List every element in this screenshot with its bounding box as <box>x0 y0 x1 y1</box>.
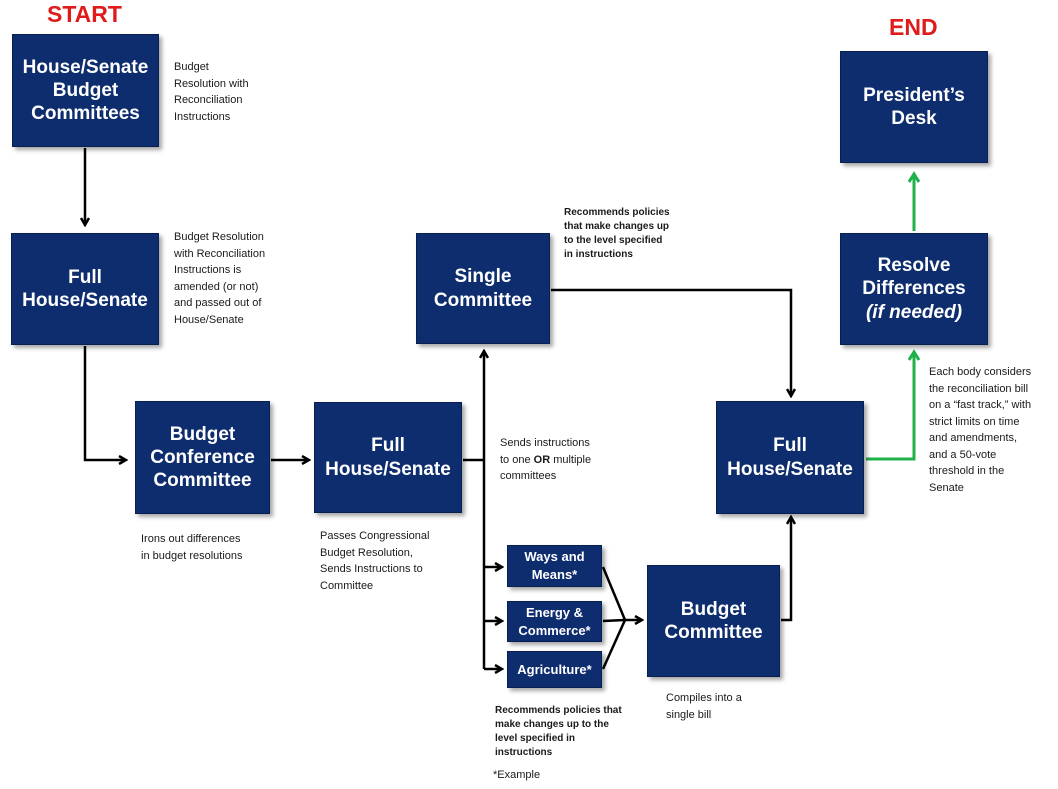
box-resolve-differences: Resolve Differences (if needed) <box>840 233 988 345</box>
box-ways-and-means: Ways and Means* <box>507 545 602 587</box>
arrow-budget-committee-to-full3 <box>781 517 791 622</box>
box-full-house-senate-1: Full House/Senate <box>11 233 159 345</box>
arrow-single-to-full3 <box>551 288 791 396</box>
note-passes-resolution: Passes Congressional Budget Resolution, … <box>320 530 430 592</box>
line-energy-merge <box>602 618 626 623</box>
box-full-house-senate-2: Full House/Senate <box>314 402 462 513</box>
arrow-full1-to-conference <box>83 346 126 460</box>
note-irons-out: Irons out differences in budget resoluti… <box>141 533 243 562</box>
note-recommends-bottom: Recommends policies that make changes up… <box>495 705 622 758</box>
note-example: *Example <box>493 769 541 781</box>
box-budget-committee: Budget Committee <box>647 565 780 677</box>
box-budget-committees: House/Senate Budget Committees <box>12 34 159 147</box>
box-full-house-senate-3: Full House/Senate <box>716 401 864 514</box>
note-compiles: Compiles into a single bill <box>666 692 742 721</box>
note-recommends-top: Recommends policies that make changes up… <box>564 207 670 260</box>
resolve-subtitle: (if needed) <box>865 301 963 323</box>
box-presidents-desk: President’s Desk <box>840 51 988 163</box>
note-sends-instructions: Sends instructions to one OR multiple co… <box>500 437 592 482</box>
box-budget-conference-committee: Budget Conference Committee <box>135 401 270 514</box>
line-ways-merge <box>601 566 627 621</box>
note-fast-track: Each body considers the reconciliation b… <box>929 366 1032 494</box>
box-single-committee: Single Committee <box>416 233 550 344</box>
box-energy-commerce: Energy & Commerce* <box>507 601 602 642</box>
resolve-title: Resolve Differences <box>862 255 966 300</box>
note-budget-resolution: Budget Resolution with Reconciliation In… <box>174 61 249 123</box>
line-agri-merge <box>601 619 627 670</box>
arrow-full3-to-resolve <box>866 352 914 461</box>
end-label: END <box>889 14 938 40</box>
start-label: START <box>47 1 122 27</box>
box-agriculture: Agriculture* <box>507 651 602 688</box>
note-amended: Budget Resolution with Reconciliation In… <box>174 231 266 326</box>
